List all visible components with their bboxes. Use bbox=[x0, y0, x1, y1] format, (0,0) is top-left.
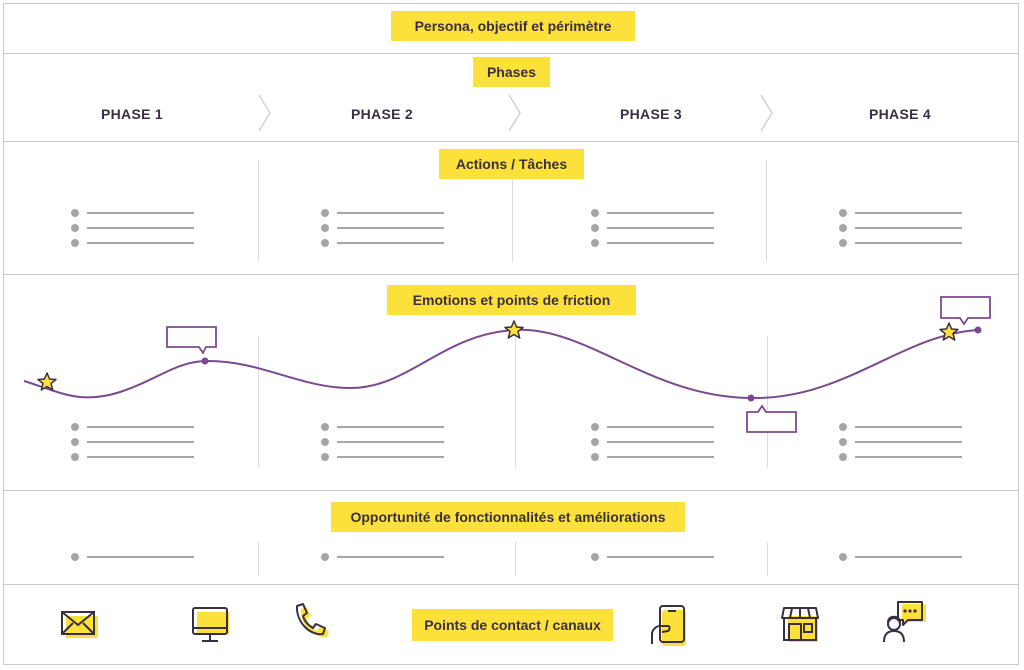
storefront-icon bbox=[781, 607, 819, 642]
computer-monitor-icon bbox=[192, 607, 229, 642]
row-divider bbox=[3, 584, 1019, 585]
curve-point bbox=[201, 357, 209, 365]
row-divider bbox=[3, 53, 1019, 54]
phases-tag: Phases bbox=[473, 57, 550, 87]
phase-3-label: PHASE 3 bbox=[619, 106, 683, 122]
chat-support-person-icon bbox=[883, 601, 926, 643]
phase-1-label: PHASE 1 bbox=[100, 106, 164, 122]
emotions-tag: Emotions et points de friction bbox=[387, 285, 636, 315]
phase-2-label: PHASE 2 bbox=[350, 106, 414, 122]
row-divider bbox=[3, 141, 1019, 142]
curve-point bbox=[747, 394, 755, 402]
envelope-icon bbox=[61, 611, 98, 638]
chevron-right-icon bbox=[508, 94, 521, 132]
speech-bubble-icon bbox=[166, 326, 217, 355]
row-divider bbox=[3, 274, 1019, 275]
touchpoints-tag: Points de contact / canaux bbox=[412, 609, 613, 641]
star-icon bbox=[37, 372, 57, 391]
column-divider bbox=[515, 336, 516, 468]
row-divider bbox=[3, 490, 1019, 491]
star-icon bbox=[939, 322, 959, 341]
column-divider bbox=[767, 336, 768, 468]
column-divider bbox=[258, 160, 259, 262]
column-divider bbox=[767, 542, 768, 576]
phone-handset-icon bbox=[295, 603, 329, 638]
journey-map-frame bbox=[3, 3, 1019, 665]
column-divider bbox=[258, 542, 259, 576]
column-divider bbox=[258, 336, 259, 468]
actions-tag: Actions / Tâches bbox=[439, 149, 584, 179]
chevron-right-icon bbox=[760, 94, 773, 132]
column-divider bbox=[512, 160, 513, 262]
star-icon bbox=[504, 320, 524, 339]
column-divider bbox=[766, 160, 767, 262]
persona-tag: Persona, objectif et périmètre bbox=[391, 11, 635, 41]
emotion-curve bbox=[23, 328, 979, 400]
speech-bubble-icon bbox=[746, 404, 797, 433]
opportunities-tag: Opportunité de fonctionnalités et amélio… bbox=[331, 502, 685, 532]
column-divider bbox=[515, 542, 516, 576]
smartphone-hand-icon bbox=[651, 605, 686, 646]
speech-bubble-icon bbox=[940, 296, 991, 326]
chevron-right-icon bbox=[258, 94, 271, 132]
phase-4-label: PHASE 4 bbox=[868, 106, 932, 122]
curve-point bbox=[974, 326, 982, 334]
